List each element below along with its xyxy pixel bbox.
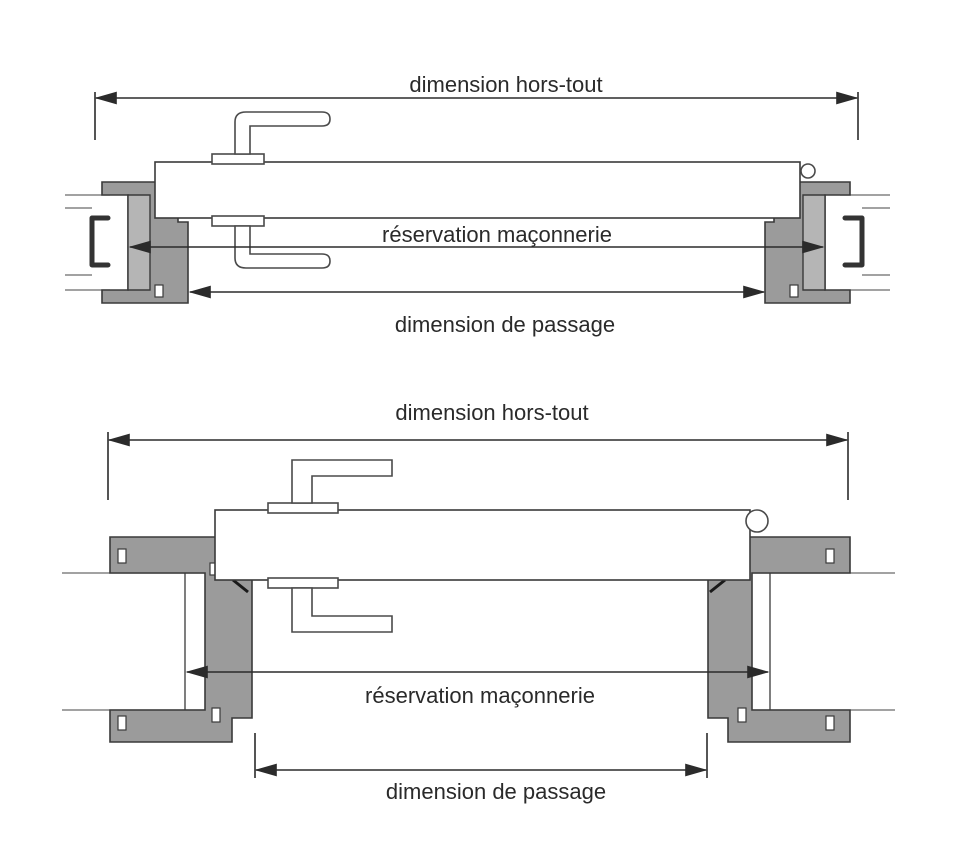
bottom-opening-dimension: réservation maçonnerie (185, 665, 770, 708)
bottom-overall-dimension: dimension hors-tout (107, 400, 849, 500)
top-overall-label: dimension hors-tout (409, 72, 602, 97)
top-opening-label: réservation maçonnerie (382, 222, 612, 247)
bottom-overall-label: dimension hors-tout (395, 400, 588, 425)
bottom-passage-label: dimension de passage (386, 779, 606, 804)
bottom-diagram: dimension hors-tout (62, 400, 895, 804)
bottom-hinge (745, 509, 769, 533)
top-door-leaf (154, 161, 801, 219)
top-diagram: dimension hors-tout (65, 72, 890, 337)
bottom-door-leaf (214, 509, 751, 581)
bottom-handle-icon (267, 459, 393, 633)
bottom-passage-dimension: dimension de passage (254, 733, 708, 804)
top-opening-dimension: réservation maçonnerie (128, 222, 825, 254)
top-overall-dimension: dimension hors-tout (94, 72, 859, 140)
bottom-opening-label: réservation maçonnerie (365, 683, 595, 708)
top-hinge (800, 163, 816, 179)
top-handle-icon (211, 111, 331, 269)
top-passage-dimension: dimension de passage (188, 285, 766, 337)
top-passage-label: dimension de passage (395, 312, 615, 337)
